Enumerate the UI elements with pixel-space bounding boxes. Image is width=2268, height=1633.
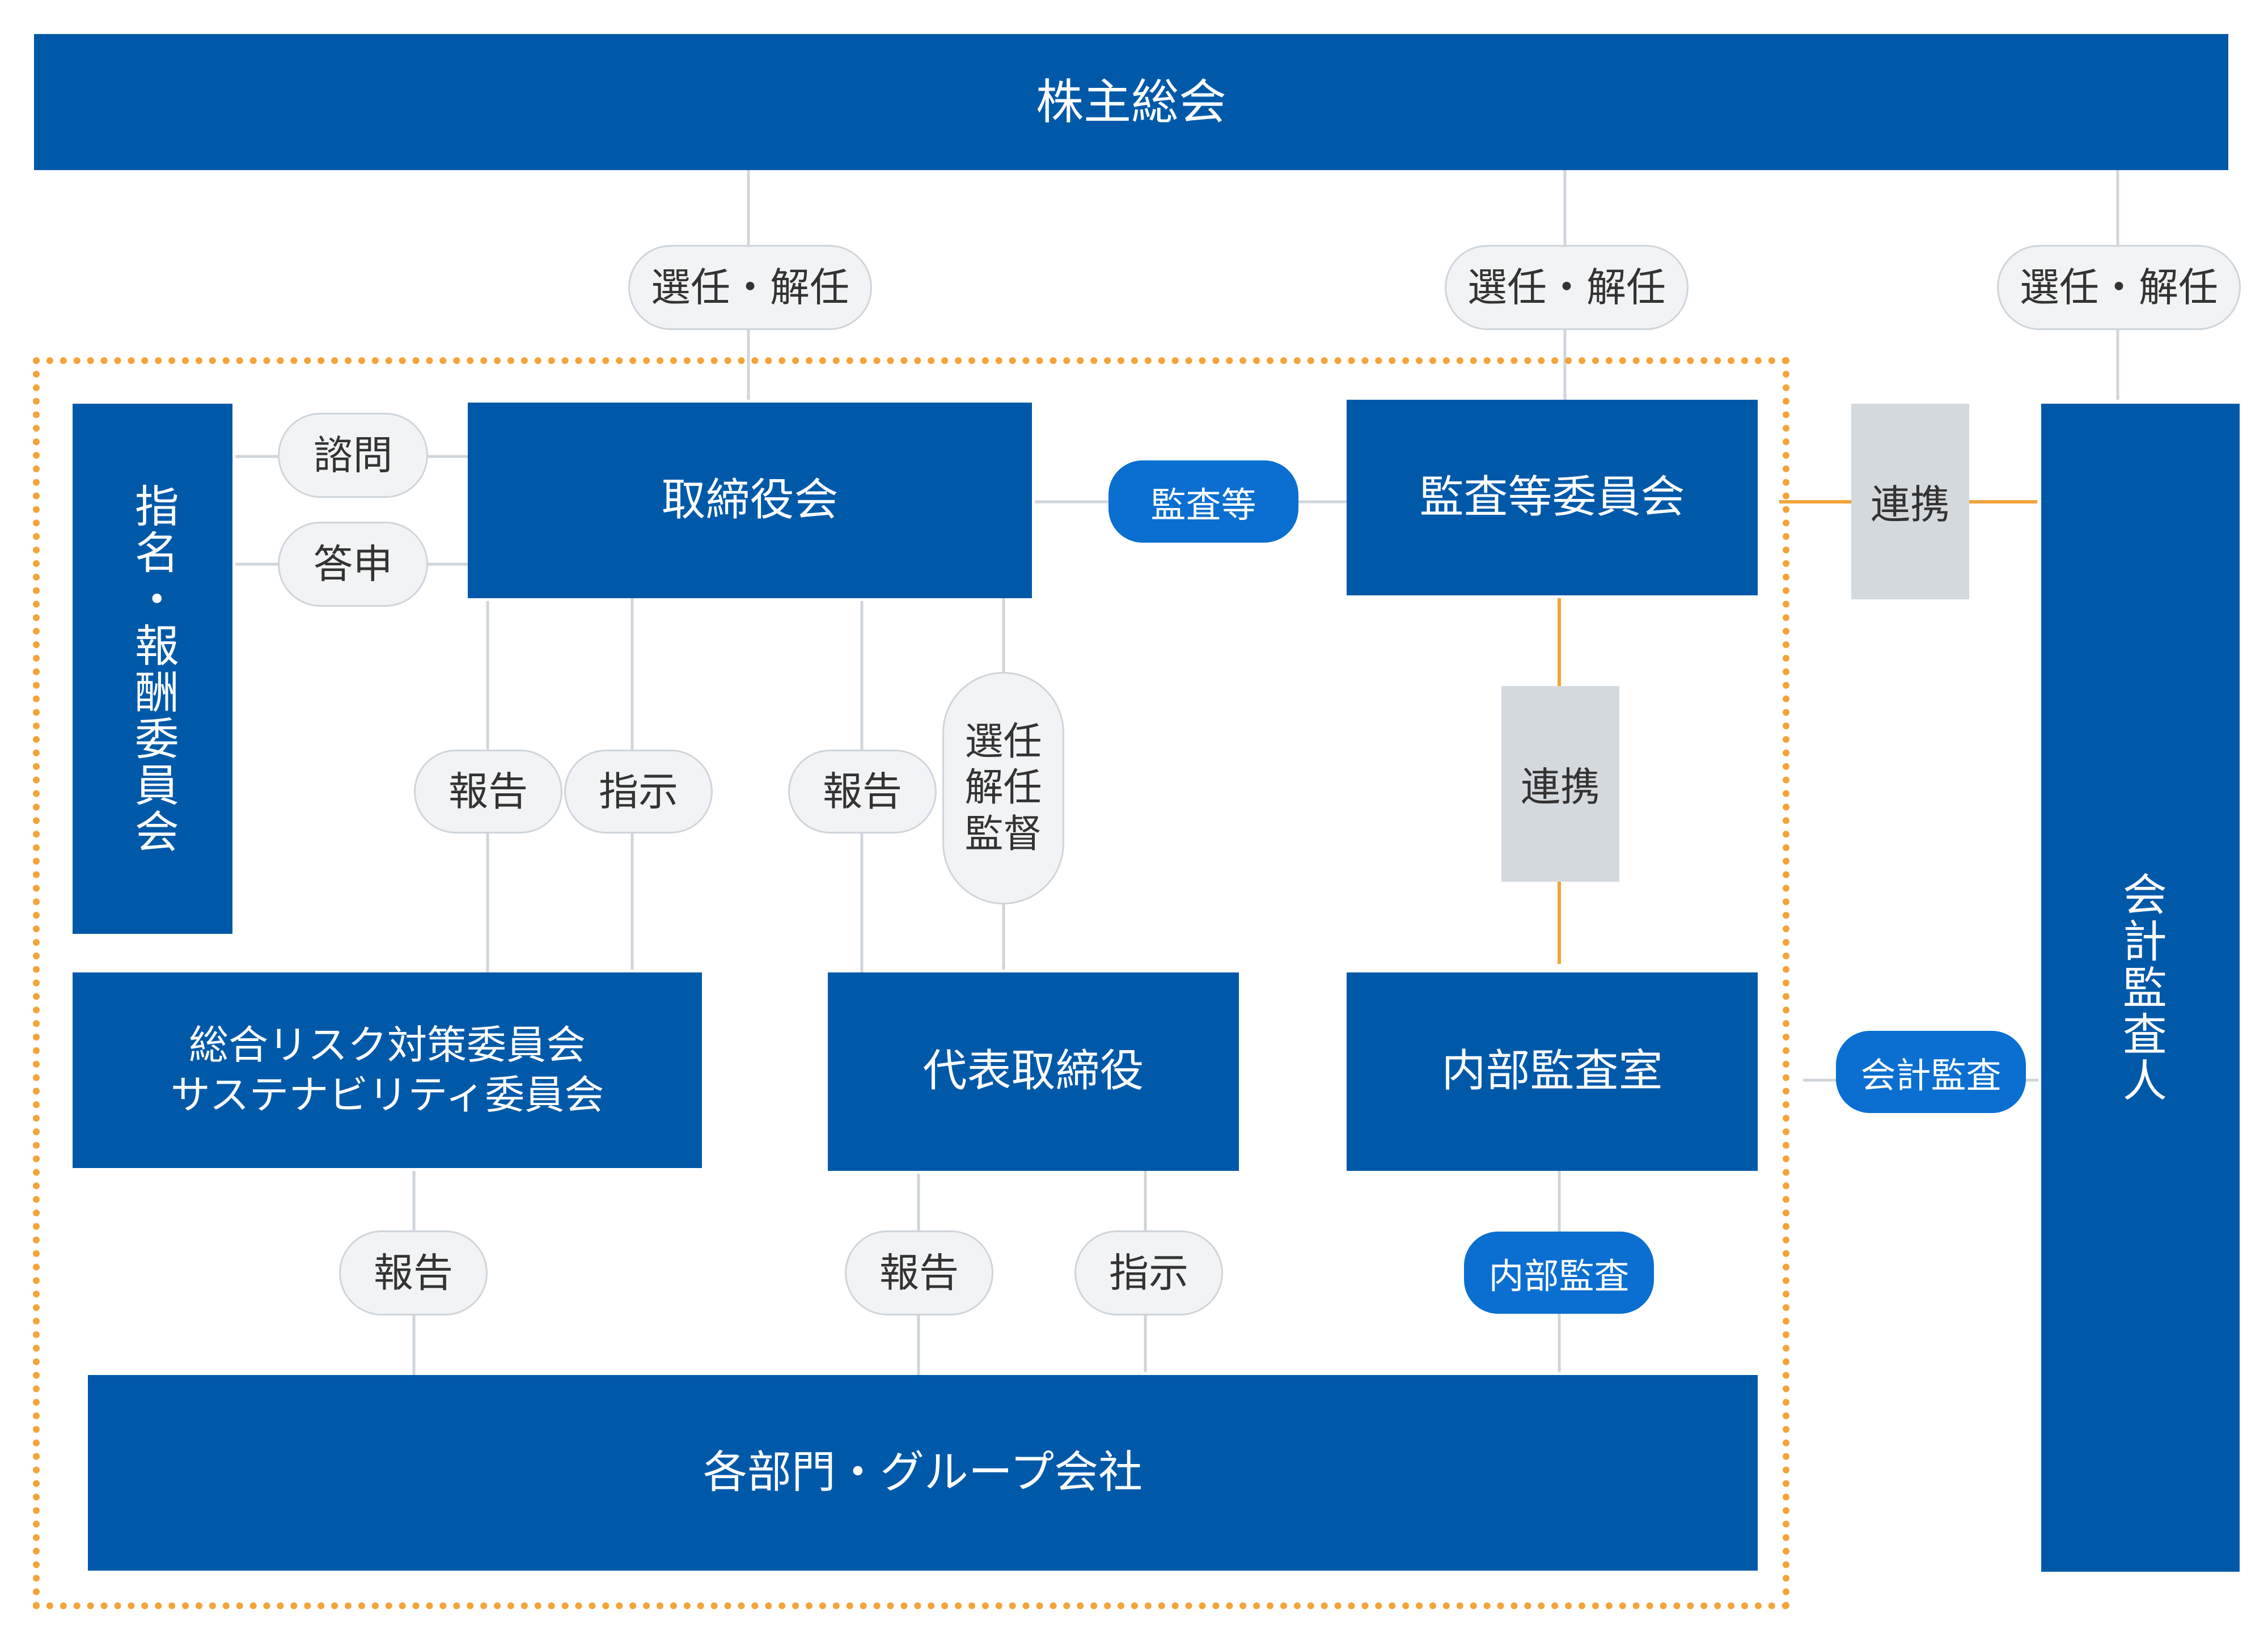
coordination-box-external: 連携 bbox=[1851, 404, 1969, 599]
audit-etc-tag: 監査等 bbox=[1108, 460, 1298, 543]
instruction-tag-risk: 指示 bbox=[564, 750, 713, 834]
internal-audit-tag: 内部監査 bbox=[1464, 1232, 1654, 1314]
report-tag-risk: 報告 bbox=[414, 750, 562, 834]
elect-label: 選任 bbox=[964, 719, 1042, 764]
consult-tag: 諮問 bbox=[278, 413, 428, 498]
departments-group-companies: 各部門・グループ会社 bbox=[88, 1375, 1758, 1571]
risk-committee: 総合リスク対策委員会 サステナビリティ委員会 bbox=[73, 972, 702, 1168]
internal-audit-office: 内部監査室 bbox=[1347, 972, 1758, 1171]
representative-director: 代表取締役 bbox=[828, 972, 1239, 1171]
risk-committee-line1: 総合リスク対策委員会 bbox=[189, 1022, 586, 1068]
coordination-box-internal: 連携 bbox=[1501, 686, 1619, 882]
accounting-auditor: 会計監査人 bbox=[2041, 404, 2240, 1572]
elect-dismiss-tag-board: 選任・解任 bbox=[628, 245, 872, 330]
report-tag-representative: 報告 bbox=[788, 750, 937, 834]
elect-dismiss-supervise-tag: 選任 解任 監督 bbox=[942, 672, 1064, 904]
report-tag-departments-risk: 報告 bbox=[339, 1230, 488, 1315]
report-back-tag: 答申 bbox=[278, 522, 428, 607]
board-of-directors: 取締役会 bbox=[468, 403, 1032, 598]
accounting-audit-tag: 会計監査 bbox=[1836, 1031, 2026, 1113]
company-boundary bbox=[33, 357, 1789, 1609]
elect-dismiss-tag-audit: 選任・解任 bbox=[1445, 245, 1689, 330]
supervise-label: 監督 bbox=[964, 811, 1042, 857]
shareholders-meeting: 株主総会 bbox=[34, 34, 2228, 170]
instruction-tag-departments: 指示 bbox=[1074, 1230, 1223, 1315]
elect-dismiss-tag-auditor: 選任・解任 bbox=[1997, 245, 2241, 330]
nomination-committee: 指名・報酬委員会 bbox=[73, 404, 232, 934]
dismiss-label: 解任 bbox=[964, 765, 1042, 811]
report-tag-departments-representative: 報告 bbox=[845, 1230, 993, 1315]
risk-committee-line2: サステナビリティ委員会 bbox=[170, 1071, 604, 1118]
audit-committee: 監査等委員会 bbox=[1347, 400, 1758, 595]
